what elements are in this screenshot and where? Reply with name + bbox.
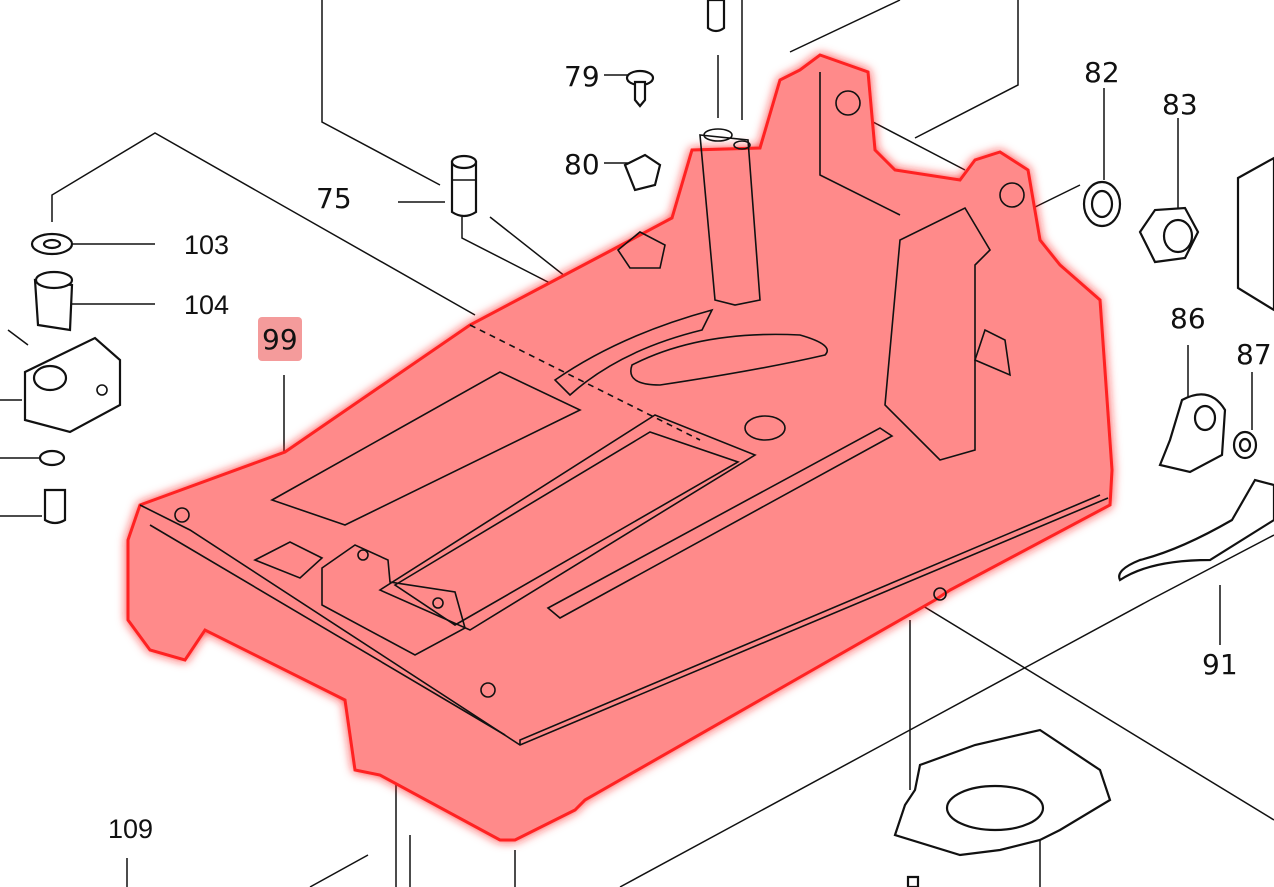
part-82-washer[interactable]: [1082, 180, 1122, 228]
label-104: 104: [184, 290, 229, 320]
label-103: 103: [184, 230, 229, 260]
part-labels: 75 79 80 82 83 86 87 91 99 103 104 109: [108, 56, 1272, 844]
part-79-screw[interactable]: [625, 69, 655, 108]
label-99: 99: [262, 323, 298, 356]
part-99-badge: [258, 317, 302, 361]
label-82: 82: [1084, 56, 1120, 89]
part-103-washer[interactable]: [30, 232, 74, 256]
label-87: 87: [1236, 338, 1272, 371]
label-91: 91: [1202, 648, 1238, 681]
part-99-base[interactable]: [126, 53, 1114, 842]
part-99-highlight: [126, 53, 1114, 842]
label-79: 79: [564, 60, 600, 93]
part-75-pin[interactable]: [450, 154, 478, 218]
part-top-screw[interactable]: [706, 0, 726, 33]
label-83: 83: [1162, 88, 1198, 121]
label-75: 75: [316, 182, 352, 215]
part-box-right[interactable]: [1236, 156, 1274, 312]
label-86: 86: [1170, 302, 1206, 335]
part-80-clip[interactable]: [623, 153, 662, 192]
part-83-nut[interactable]: [1138, 206, 1200, 264]
label-80: 80: [564, 148, 600, 181]
part-87-washer[interactable]: [1232, 430, 1258, 460]
part-small-bolt[interactable]: [43, 488, 67, 525]
part-small-washer[interactable]: [38, 449, 66, 467]
part-86-bracket[interactable]: [1158, 393, 1227, 474]
part-bottom-plate[interactable]: [893, 728, 1112, 857]
label-109: 109: [108, 814, 153, 844]
part-clamp-block[interactable]: [23, 336, 122, 434]
part-bottom-screw[interactable]: [906, 875, 920, 887]
part-104-spacer[interactable]: [33, 270, 74, 332]
part-99-linework: [139, 72, 1109, 746]
part-91-lever[interactable]: [1118, 478, 1274, 582]
